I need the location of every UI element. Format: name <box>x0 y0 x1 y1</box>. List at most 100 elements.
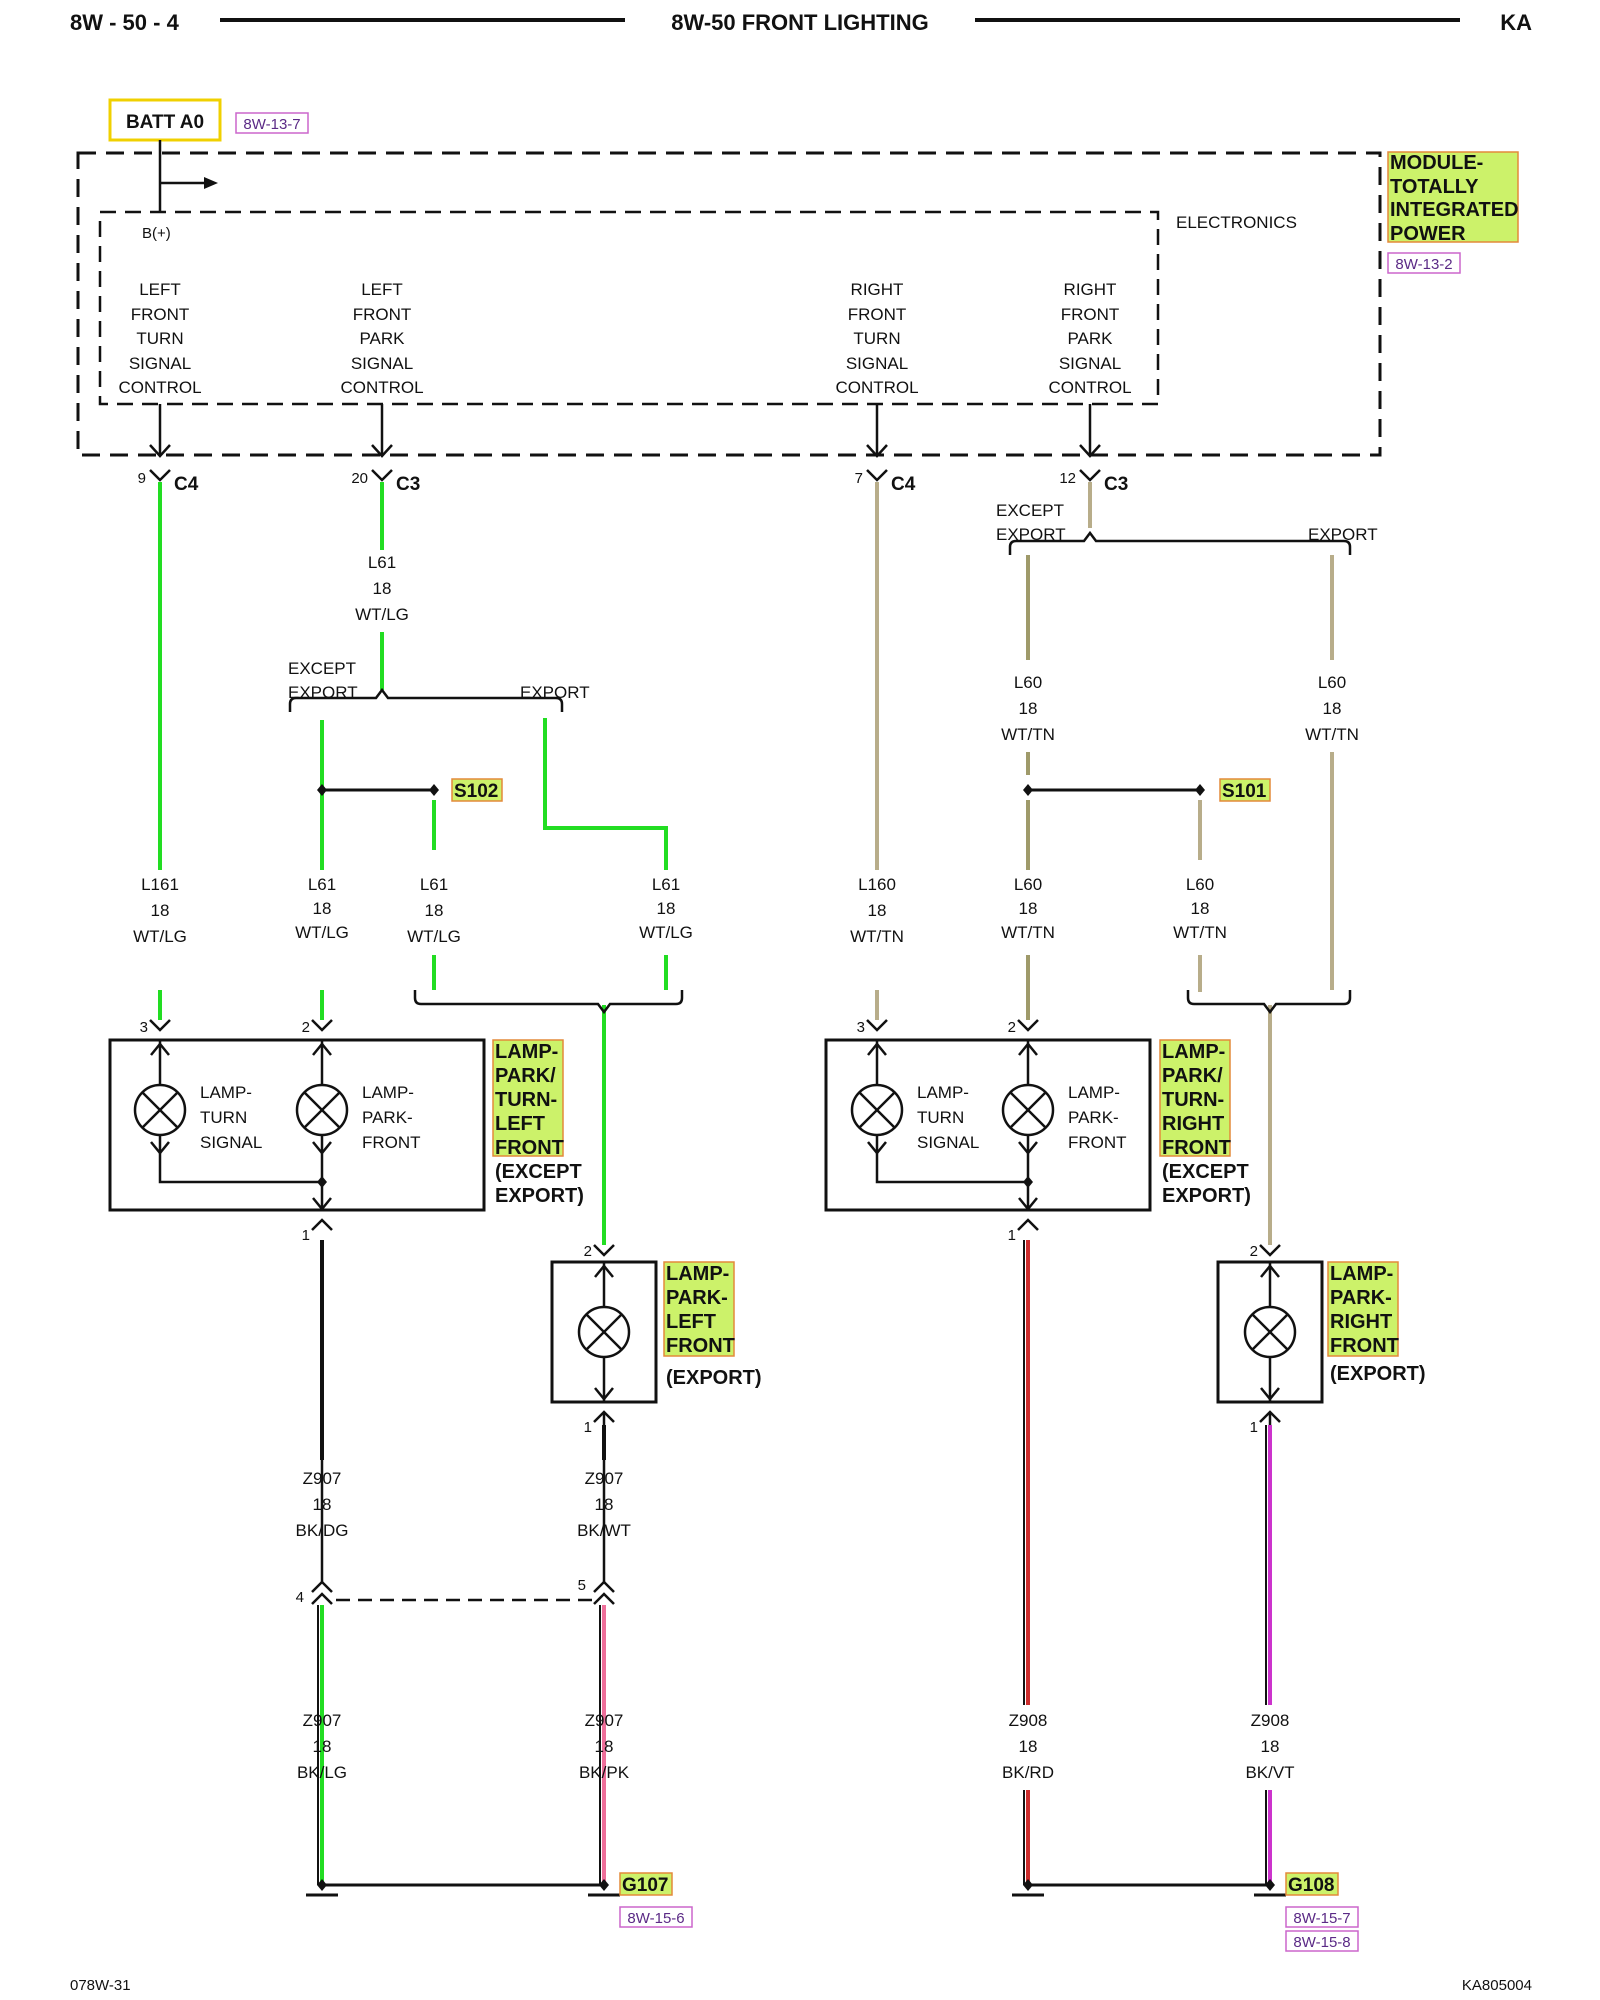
wire-label-z907-bkpk: Z907 18 BK/PK <box>579 1711 630 1782</box>
svg-text:2: 2 <box>1008 1019 1016 1036</box>
splice-s102: S102 <box>317 778 503 802</box>
footer-left: 078W-31 <box>70 1977 131 1994</box>
svg-text:SIGNAL: SIGNAL <box>351 354 413 373</box>
module-name: MODULE- TOTALLY INTEGRATED POWER <box>1390 152 1519 245</box>
svg-text:LAMP-: LAMP- <box>666 1263 729 1285</box>
svg-text:RIGHT: RIGHT <box>1330 1311 1392 1333</box>
batt-box <box>108 98 222 142</box>
svg-text:L60: L60 <box>1186 875 1214 894</box>
svg-text:CONTROL: CONTROL <box>835 378 918 397</box>
svg-text:RIGHT: RIGHT <box>1064 280 1117 299</box>
batt-ref[interactable]: 8W-13-7 <box>243 116 300 133</box>
branch-left-except-2: EXPORT <box>288 683 358 702</box>
svg-text:TURN: TURN <box>853 329 900 348</box>
svg-text:18: 18 <box>657 899 676 918</box>
svg-text:WT/TN: WT/TN <box>1001 725 1055 744</box>
lamp-assembly-right: LAMP- TURN SIGNAL LAMP- PARK- FRONT 3 2 … <box>824 1019 1251 1244</box>
svg-text:18: 18 <box>151 901 170 920</box>
svg-text:Z908: Z908 <box>1251 1711 1290 1730</box>
control-left-front-turn: LEFT FRONT TURN SIGNAL CONTROL <box>118 280 201 397</box>
g108-ref-2[interactable]: 8W-15-8 <box>1293 1934 1350 1951</box>
branch-brackets <box>288 530 1352 1015</box>
svg-text:G107: G107 <box>622 1875 668 1896</box>
svg-text:PARK/: PARK/ <box>495 1065 556 1087</box>
connector-pin-20: 20 <box>351 470 368 487</box>
svg-text:Z907: Z907 <box>303 1711 342 1730</box>
svg-text:G108: G108 <box>1288 1875 1334 1896</box>
svg-text:2: 2 <box>584 1243 592 1260</box>
svg-text:S102: S102 <box>454 781 498 802</box>
branch-left-export: EXPORT <box>520 683 590 702</box>
svg-text:2: 2 <box>302 1019 310 1036</box>
wire-label-z908-bkvt: Z908 18 BK/VT <box>1245 1711 1294 1782</box>
control-left-front-park: LEFT FRONT PARK SIGNAL CONTROL <box>340 280 423 397</box>
wire-label-l60-b: L60 18 WT/TN <box>1173 875 1227 942</box>
batt-label: BATT A0 <box>126 112 204 133</box>
ground-g107: G107 8W-15-6 <box>306 1872 693 1928</box>
g108-ref-1[interactable]: 8W-15-7 <box>1293 1910 1350 1927</box>
svg-text:SIGNAL: SIGNAL <box>917 1133 979 1152</box>
wire-label-l61-b: L61 18 WT/LG <box>407 875 461 946</box>
svg-text:FRONT: FRONT <box>1068 1133 1127 1152</box>
svg-text:FRONT: FRONT <box>1330 1335 1399 1357</box>
connector-c3-right: C3 <box>1104 474 1128 495</box>
g107-ref[interactable]: 8W-15-6 <box>627 1910 684 1927</box>
module-ref[interactable]: 8W-13-2 <box>1395 256 1452 273</box>
svg-text:L161: L161 <box>141 875 179 894</box>
svg-text:18: 18 <box>313 899 332 918</box>
svg-text:WT/LG: WT/LG <box>295 923 349 942</box>
control-right-front-turn: RIGHT FRONT TURN SIGNAL CONTROL <box>835 280 918 397</box>
svg-text:BK/LG: BK/LG <box>297 1763 347 1782</box>
svg-text:18: 18 <box>313 1737 332 1756</box>
svg-text:L60: L60 <box>1014 875 1042 894</box>
svg-text:L61: L61 <box>420 875 448 894</box>
wire-segments <box>158 482 1334 1885</box>
module-name-highlight <box>1387 151 1519 243</box>
svg-text:RIGHT: RIGHT <box>1162 1113 1224 1135</box>
batt-ref-box[interactable] <box>235 112 309 134</box>
svg-text:LAMP-: LAMP- <box>495 1041 558 1063</box>
svg-text:FRONT: FRONT <box>495 1137 564 1159</box>
branch-right-except: EXCEPT <box>996 501 1064 520</box>
svg-text:PARK-: PARK- <box>362 1108 413 1127</box>
svg-text:1: 1 <box>584 1419 592 1436</box>
wire-label-l61-top: L61 18 WT/LG <box>355 553 409 624</box>
svg-text:PARK-: PARK- <box>1330 1287 1392 1309</box>
wire-label-l160: L160 18 WT/TN <box>850 875 904 946</box>
module-ref-box[interactable] <box>1387 252 1461 274</box>
svg-text:4: 4 <box>296 1589 304 1606</box>
svg-text:(EXPORT): (EXPORT) <box>666 1367 762 1389</box>
lamp-park-right-front-export: 2 1 LAMP- PARK- RIGHT FRONT (EXPORT) <box>1216 1243 1426 1436</box>
svg-text:PARK-: PARK- <box>666 1287 728 1309</box>
svg-text:FRONT: FRONT <box>1061 305 1120 324</box>
splice-s101: S101 <box>1023 778 1271 802</box>
svg-text:L160: L160 <box>858 875 896 894</box>
svg-text:SIGNAL: SIGNAL <box>129 354 191 373</box>
svg-text:WT/LG: WT/LG <box>133 927 187 946</box>
svg-text:18: 18 <box>1191 899 1210 918</box>
svg-text:(EXCEPT: (EXCEPT <box>495 1161 582 1183</box>
svg-text:1: 1 <box>1008 1227 1016 1244</box>
svg-text:WT/LG: WT/LG <box>407 927 461 946</box>
svg-text:Z907: Z907 <box>585 1711 624 1730</box>
svg-text:TURN: TURN <box>917 1108 964 1127</box>
svg-text:2: 2 <box>1250 1243 1258 1260</box>
wire-label-l60-a: L60 18 WT/TN <box>1001 875 1055 942</box>
svg-text:LAMP-: LAMP- <box>1330 1263 1393 1285</box>
svg-text:3: 3 <box>140 1019 148 1036</box>
branch-left-except: EXCEPT <box>288 659 356 678</box>
svg-text:CONTROL: CONTROL <box>118 378 201 397</box>
electronics-label: ELECTRONICS <box>1176 213 1297 232</box>
svg-text:BK/VT: BK/VT <box>1245 1763 1294 1782</box>
svg-text:18: 18 <box>1261 1737 1280 1756</box>
svg-text:RIGHT: RIGHT <box>851 280 904 299</box>
wire-label-z907-bklg: Z907 18 BK/LG <box>297 1711 347 1782</box>
svg-text:TOTALLY: TOTALLY <box>1390 176 1479 198</box>
connector-pin-9: 9 <box>138 470 146 487</box>
svg-text:S101: S101 <box>1222 781 1267 802</box>
svg-text:LAMP-: LAMP- <box>1068 1083 1120 1102</box>
svg-text:LAMP-: LAMP- <box>917 1083 969 1102</box>
svg-text:18: 18 <box>1019 899 1038 918</box>
svg-text:MODULE-: MODULE- <box>1390 152 1483 174</box>
svg-text:LEFT: LEFT <box>495 1113 545 1135</box>
